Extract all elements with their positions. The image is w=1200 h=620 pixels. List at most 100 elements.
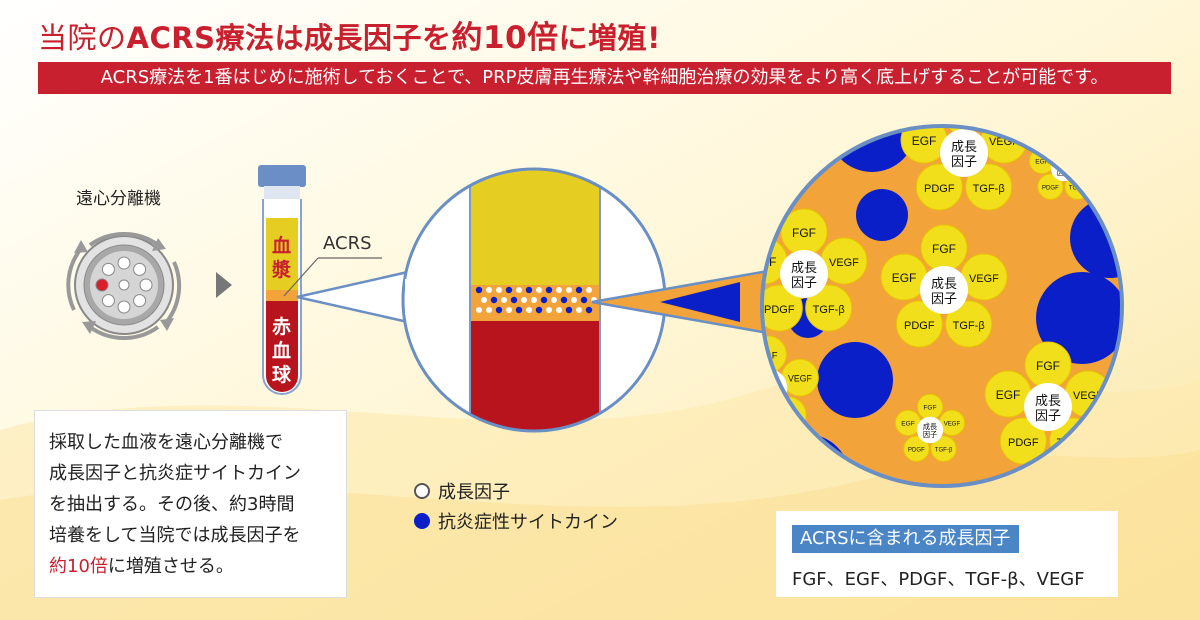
factor-circle	[903, 435, 930, 462]
factor-circle	[805, 284, 853, 332]
factor-circle	[762, 284, 803, 332]
factor-circle	[945, 300, 993, 348]
legend-cytokine: 抗炎症性サイトカイン	[414, 506, 618, 536]
cluster-center-label: 成長	[1035, 394, 1061, 409]
growth-factor-dot	[566, 287, 572, 293]
info-line: 培養をして当院では成長因子を	[49, 525, 301, 546]
growth-factor-heading: ACRSに含まれる成長因子	[792, 525, 1019, 553]
cytokine-blob	[1036, 272, 1122, 364]
cluster-center-label: 成長	[791, 261, 817, 276]
growth-factor-dot	[556, 307, 562, 313]
acrs-label: ACRS	[323, 233, 372, 254]
factor-label: VEGF	[829, 257, 859, 269]
factor-label: FGF	[932, 242, 956, 256]
factor-circle	[895, 300, 943, 348]
factor-label: TGF-β	[953, 320, 985, 332]
factor-label: PDGF	[908, 447, 925, 453]
rotor-slot	[117, 256, 131, 270]
growth-factor-dot	[546, 307, 552, 313]
factor-circle	[1037, 173, 1064, 200]
growth-factor-dot	[516, 287, 522, 293]
cytokine-dot	[585, 306, 593, 314]
cluster-center-label: 成長	[923, 422, 937, 431]
rotor-slot	[101, 262, 115, 276]
cytokine-dot	[495, 306, 503, 314]
cluster-center-label: 成長	[931, 277, 957, 292]
factor-label: VEGF	[788, 374, 813, 384]
factor-label: FGF	[1036, 359, 1060, 373]
rotor-hub	[118, 279, 130, 291]
factor-label: EGF	[996, 388, 1021, 402]
cluster-center-label: 因子	[951, 155, 977, 170]
sample-tube-slot	[95, 278, 109, 292]
cluster-center-label: 因子	[791, 276, 817, 291]
cytokine-dot	[510, 296, 518, 304]
growth-factor-dot	[576, 307, 582, 313]
factor-label: TGF-β	[973, 183, 1005, 195]
factor-label: PDGF	[924, 183, 955, 195]
tube-rbc-char-2: 血	[272, 340, 292, 362]
cluster-center-label: 成長	[951, 140, 977, 155]
cytokine-dot	[545, 286, 553, 294]
factor-label: PDGF	[904, 320, 935, 332]
cytokine-dot	[560, 296, 568, 304]
centrifuge-label: 遠心分離機	[76, 189, 161, 209]
info-line: 採取した血液を遠心分離機で	[49, 432, 283, 453]
growth-factor-dot	[476, 307, 482, 313]
growth-factor-dot	[501, 297, 507, 303]
cluster-center	[1024, 383, 1072, 431]
process-description-box: 採取した血液を遠心分離機で 成長因子と抗炎症サイトカイン を抽出する。その後、約…	[34, 410, 347, 598]
cytokine-dot	[515, 306, 523, 314]
factor-circle	[999, 417, 1047, 465]
cluster-center	[940, 129, 988, 177]
cytokine-blob	[856, 189, 908, 241]
factor-label: EGF	[892, 271, 917, 285]
cytokine-dot	[490, 296, 498, 304]
rotor-slot	[133, 262, 147, 276]
cluster-center-label: 因子	[923, 430, 937, 439]
factor-label: PDGF	[764, 304, 795, 316]
factor-label: EGF	[1035, 159, 1049, 166]
factor-label: PDGF	[1042, 185, 1059, 191]
factor-label: FGF	[792, 226, 816, 240]
cluster-center-label: 因子	[1035, 409, 1061, 424]
cytokine-dot	[580, 296, 588, 304]
growth-factor-dot	[486, 307, 492, 313]
cytokine-dot	[475, 286, 483, 294]
arrow-right-icon	[216, 272, 232, 298]
factor-circle	[965, 163, 1013, 211]
cytokine-dot	[505, 286, 513, 294]
factor-circle	[915, 163, 963, 211]
tube-rbc-char-3: 球	[272, 364, 292, 386]
cytokine-blob	[817, 342, 893, 418]
cytokine-dot	[575, 286, 583, 294]
tube-plasma-char-1: 血	[272, 235, 292, 257]
cluster-center	[916, 416, 944, 444]
test-tube	[258, 165, 306, 395]
factor-label: TGF-β	[935, 447, 953, 453]
growth-factor-box: ACRSに含まれる成長因子 FGF、EGF、PDGF、TGF-β、VEGF	[776, 511, 1118, 597]
rotor-slot	[117, 300, 131, 314]
growth-factor-dot	[486, 287, 492, 293]
factor-circle	[930, 435, 957, 462]
factor-label: VEGF	[969, 273, 999, 285]
info-line: を抽出する。その後、約3時間	[49, 494, 295, 515]
growth-factor-dot	[536, 287, 542, 293]
growth-factor-dot	[481, 297, 487, 303]
tube-plasma-char-2: 漿	[272, 259, 292, 281]
info-line-last: 約10倍に増殖させる。	[49, 556, 234, 577]
subtitle-banner: ACRS療法を1番はじめに施術しておくことで、PRP皮膚再生療法や幹細胞治療の効…	[38, 62, 1171, 94]
growth-factor-dot	[526, 307, 532, 313]
factor-label: TGF-β	[813, 304, 845, 316]
white-circle-icon	[414, 483, 430, 499]
growth-factor-dot	[586, 287, 592, 293]
zoom-circle	[401, 167, 667, 433]
cytokine-dot	[525, 286, 533, 294]
page-title: 当院のACRS療法は成長因子を約10倍に増殖!	[38, 20, 661, 56]
growth-factor-dot	[506, 307, 512, 313]
cytokine-dot	[565, 306, 573, 314]
growth-factor-dot	[551, 297, 557, 303]
growth-factor-dot	[496, 287, 502, 293]
legend-growth-factor: 成長因子	[414, 476, 618, 506]
